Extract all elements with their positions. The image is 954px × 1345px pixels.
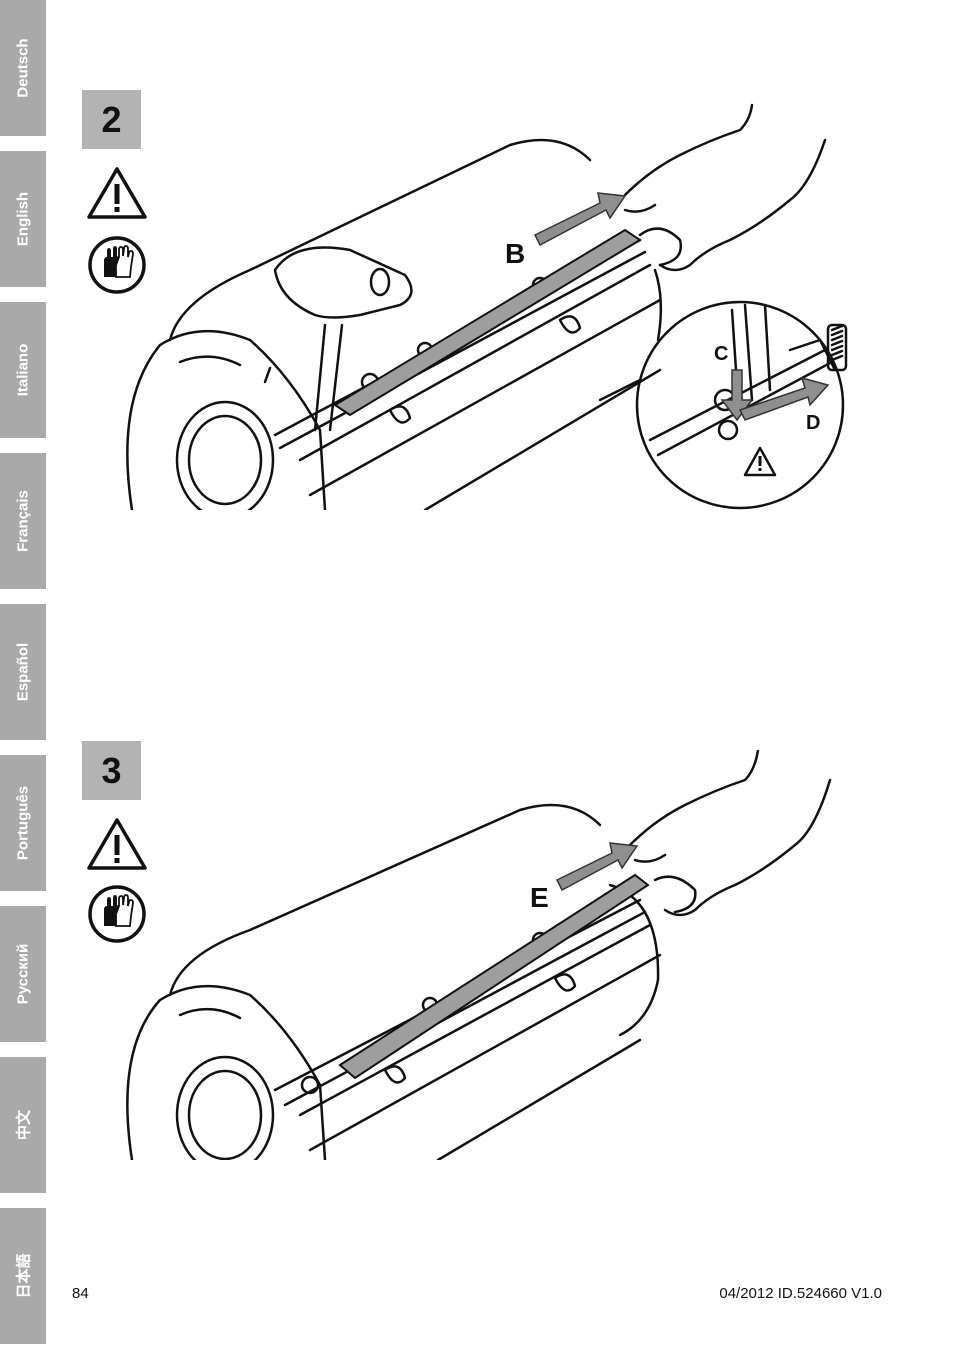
lang-tab-label: 日本語 bbox=[15, 1253, 33, 1299]
warning-icon bbox=[87, 818, 147, 870]
warning-icon bbox=[87, 167, 147, 219]
page-number: 84 bbox=[72, 1285, 89, 1302]
lang-tab-label: Français bbox=[14, 490, 32, 552]
lang-tab-label: Italiano bbox=[14, 343, 32, 397]
step-number-badge: 3 bbox=[82, 741, 141, 800]
lang-tab-label: English bbox=[14, 191, 32, 247]
lang-tab-espanol[interactable]: Español bbox=[0, 604, 46, 740]
callout-b: B bbox=[505, 238, 525, 269]
lang-tab-francais[interactable]: Français bbox=[0, 453, 46, 589]
lang-tab-deutsch[interactable]: Deutsch bbox=[0, 0, 46, 136]
step2-illustration: B C D bbox=[126, 103, 848, 510]
lang-tab-japanese[interactable]: 日本語 bbox=[0, 1208, 46, 1344]
lang-tab-label: Deutsch bbox=[14, 38, 32, 98]
document-id: 04/2012 ID.524660 V1.0 bbox=[719, 1285, 882, 1302]
lang-tab-italiano[interactable]: Italiano bbox=[0, 302, 46, 438]
step-number: 2 bbox=[101, 98, 122, 140]
gloves-icon bbox=[88, 236, 146, 294]
callout-e: E bbox=[530, 882, 549, 913]
lang-tab-portugues[interactable]: Português bbox=[0, 755, 46, 891]
lang-tab-label: Español bbox=[14, 642, 32, 702]
lang-tab-russian[interactable]: Русский bbox=[0, 906, 46, 1042]
language-tabs: Deutsch English Italiano Français Españo… bbox=[0, 0, 46, 1345]
lang-tab-chinese[interactable]: 中文 bbox=[0, 1057, 46, 1193]
lang-tab-label: Português bbox=[14, 785, 32, 861]
lang-tab-english[interactable]: English bbox=[0, 151, 46, 287]
lang-tab-label: Русский bbox=[14, 943, 32, 1005]
callout-d: D bbox=[806, 412, 820, 434]
step-number-badge: 2 bbox=[82, 90, 141, 149]
step-number: 3 bbox=[101, 749, 122, 791]
step3-illustration: E bbox=[126, 750, 832, 1160]
gloves-icon bbox=[88, 885, 146, 943]
callout-c: C bbox=[714, 343, 728, 365]
lang-tab-label: 中文 bbox=[15, 1109, 33, 1141]
